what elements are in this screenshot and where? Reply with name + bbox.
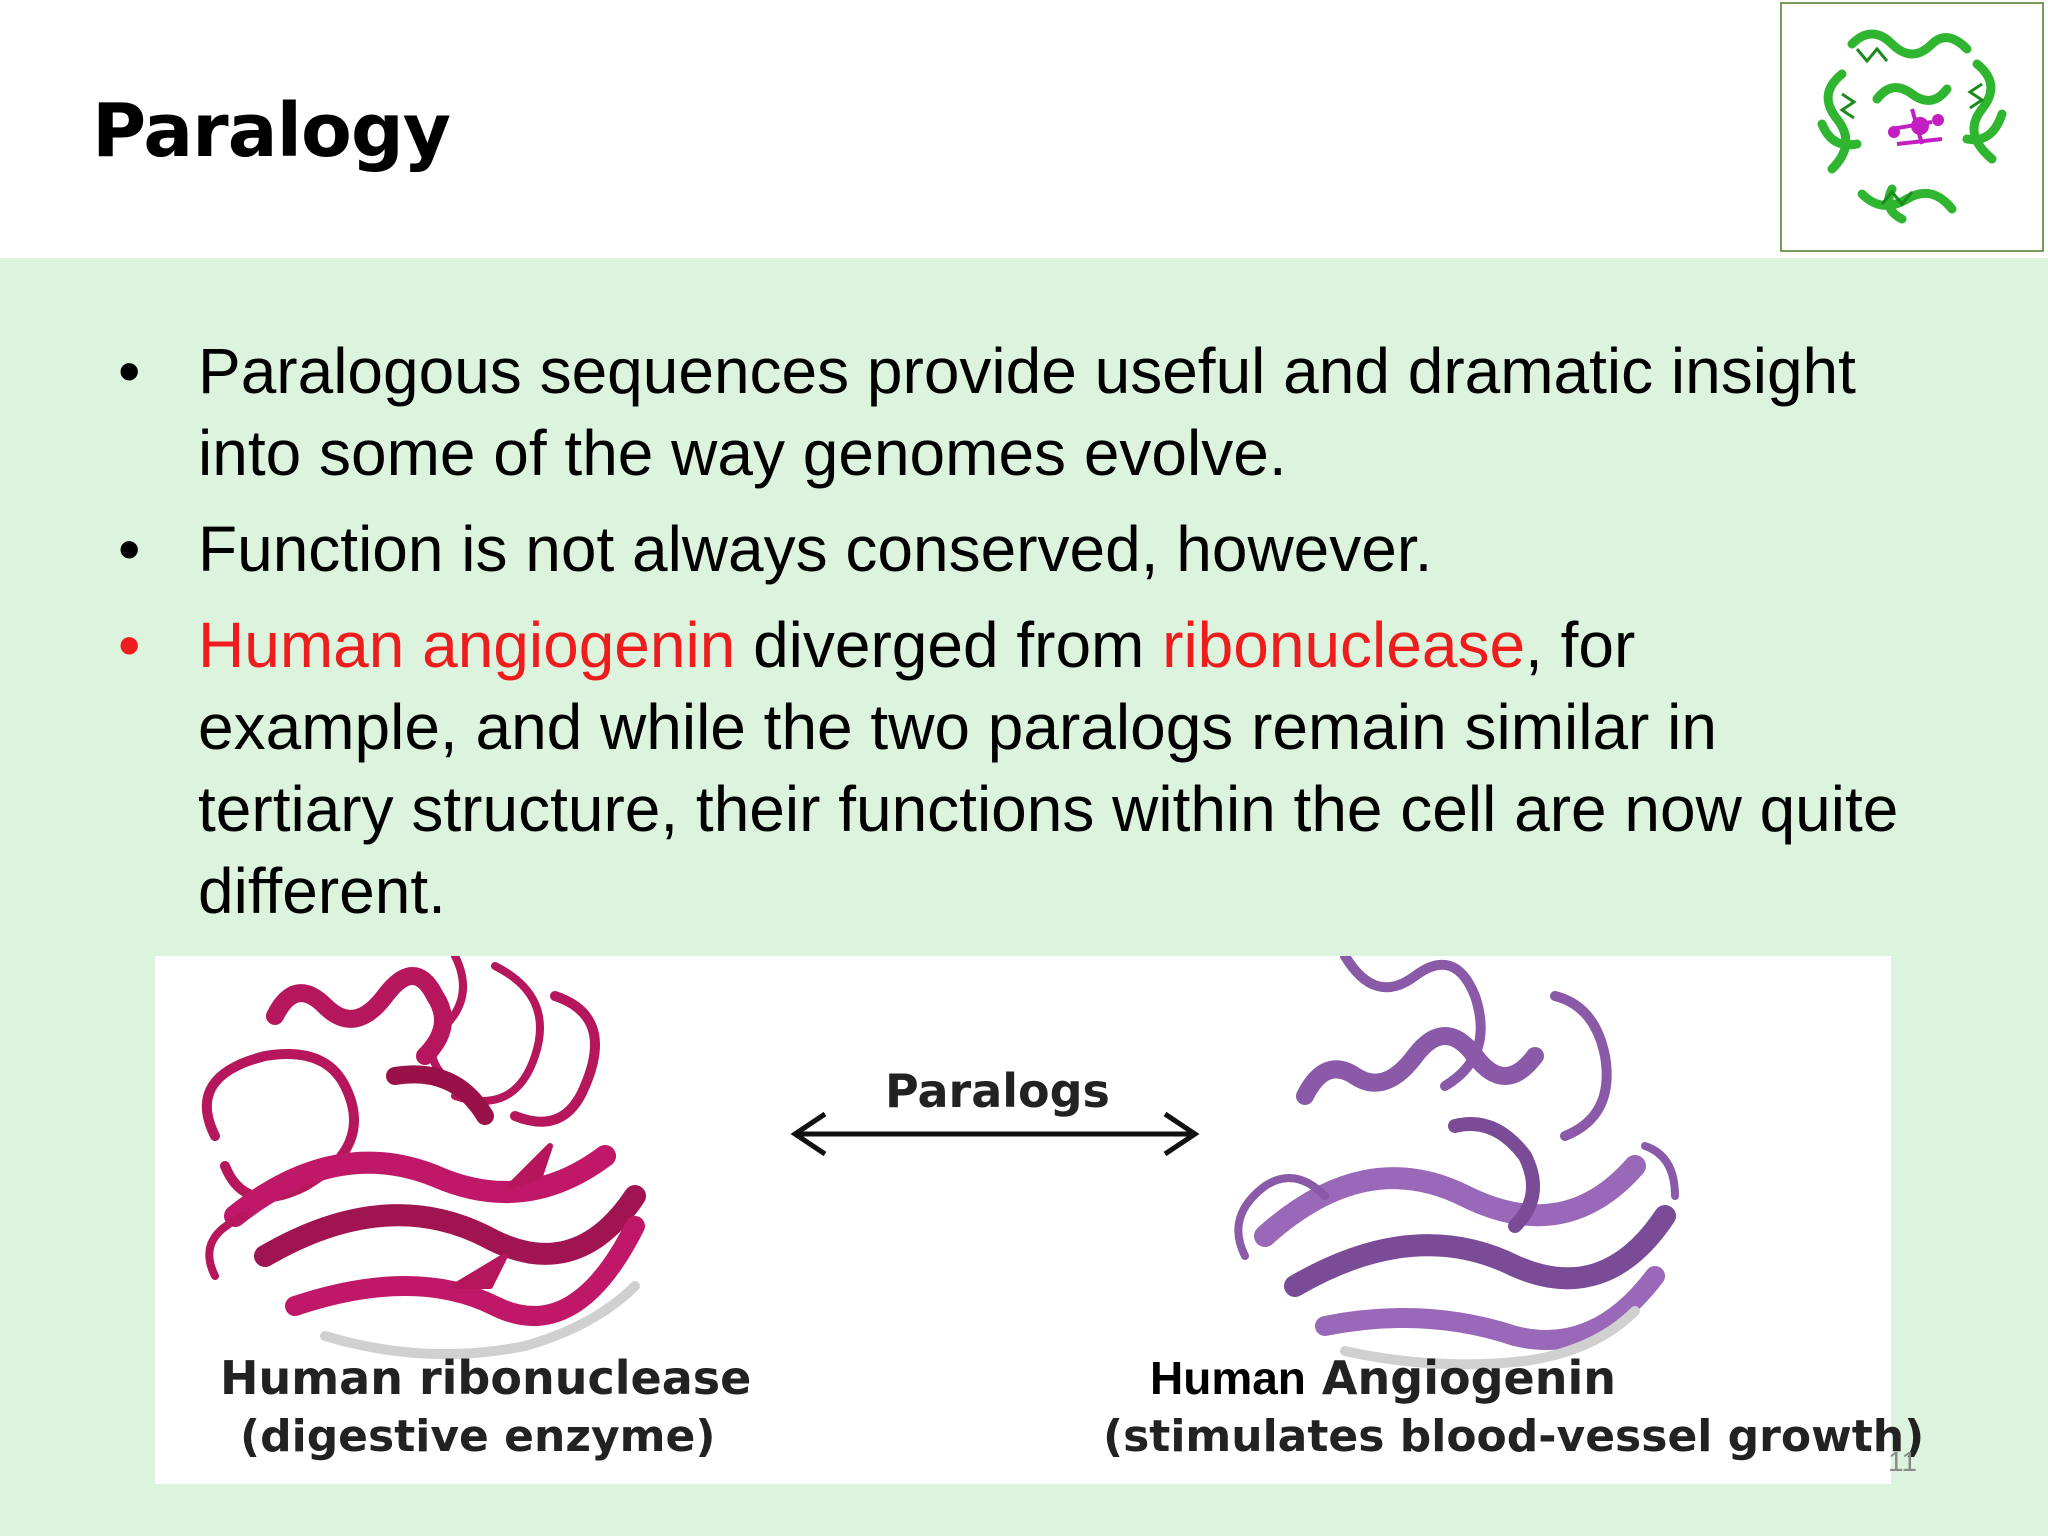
highlight-angiogenin: Human angiogenin	[198, 609, 736, 681]
angiogenin-name: Human Angiogenin	[1150, 1351, 1616, 1405]
bullet-text: Paralogous sequences provide useful and …	[198, 335, 1856, 489]
angiogenin-description: (stimulates blood-vessel growth)	[1103, 1411, 1925, 1462]
bullet-text: Function is not always conserved, howeve…	[198, 513, 1433, 585]
page-number: 11	[1888, 1446, 1918, 1477]
angiogenin-name-prefix: Human	[1150, 1352, 1306, 1404]
bullet-item: • Function is not always conserved, howe…	[110, 508, 1910, 590]
paralogs-label: Paralogs	[885, 1064, 1110, 1118]
ribonuclease-structure	[201, 956, 646, 1359]
bullet-dot: •	[118, 609, 141, 681]
highlight-ribonuclease: ribonuclease	[1162, 609, 1526, 681]
protein-thumbnail	[1780, 2, 2044, 252]
slide-header: Paralogy	[0, 0, 2048, 258]
ribonuclease-name: Human ribonuclease	[220, 1351, 752, 1405]
bullet-list: • Paralogous sequences provide useful an…	[110, 330, 1910, 946]
angiogenin-structure	[1234, 956, 1679, 1370]
paralog-illustration	[201, 956, 1679, 1370]
slide-title: Paralogy	[92, 88, 451, 174]
bullet-item: • Paralogous sequences provide useful an…	[110, 330, 1910, 494]
bullet-dot: •	[118, 513, 141, 585]
paralogs-arrow	[790, 1111, 1200, 1157]
bullet-item: • Human angiogenin diverged from ribonuc…	[110, 604, 1910, 932]
bullet-text: , for example, and while the two paralog…	[198, 609, 1899, 927]
bullet-dot: •	[118, 335, 141, 407]
angiogenin-name-main: Angiogenin	[1321, 1351, 1616, 1405]
ribonuclease-description: (digestive enzyme)	[240, 1411, 716, 1462]
bullet-text: diverged from	[735, 609, 1163, 681]
paralog-figure: Paralogs Human ribonuclease (digestive e…	[155, 956, 1924, 1484]
trimer-protein-image	[1817, 29, 2007, 224]
